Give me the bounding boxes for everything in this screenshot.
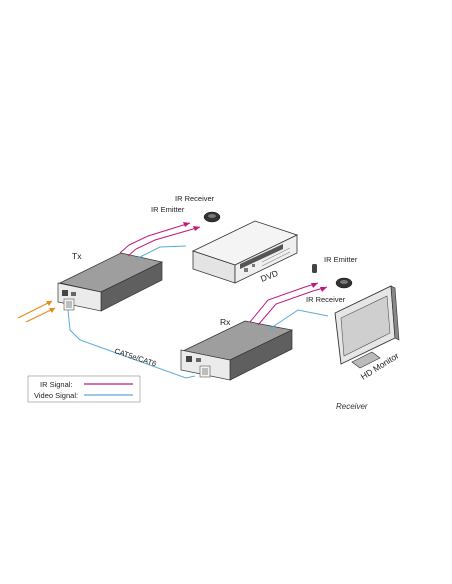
rx-ir-receiver-label: IR Receiver — [306, 295, 346, 304]
tx-video-line — [135, 245, 187, 260]
legend-ir-label: IR Signal: — [40, 380, 73, 389]
tx-ir-lines — [119, 211, 221, 257]
rx-device — [180, 320, 294, 381]
tx-input-arrows — [17, 300, 56, 323]
rx-label: Rx — [220, 317, 231, 327]
cable-label: CAT5e/CAT6 — [113, 346, 157, 368]
rx-ir-lines — [249, 264, 353, 326]
cat-cable — [67, 309, 196, 379]
tx-ir-emitter-label: IR Emitter — [151, 205, 185, 214]
tx-ir-receiver-label: IR Receiver — [175, 194, 215, 203]
dvd-player — [191, 220, 299, 284]
caption: Receiver — [336, 402, 368, 411]
rx-video-line — [267, 309, 329, 331]
tx-label: Tx — [72, 251, 82, 261]
legend-video-label: Video Signal: — [34, 391, 78, 400]
monitor-label: HD Monitor — [359, 350, 401, 381]
legend — [27, 375, 141, 403]
hd-monitor — [334, 285, 400, 369]
rx-ir-emitter-label: IR Emitter — [324, 255, 358, 264]
tx-device — [57, 252, 164, 312]
